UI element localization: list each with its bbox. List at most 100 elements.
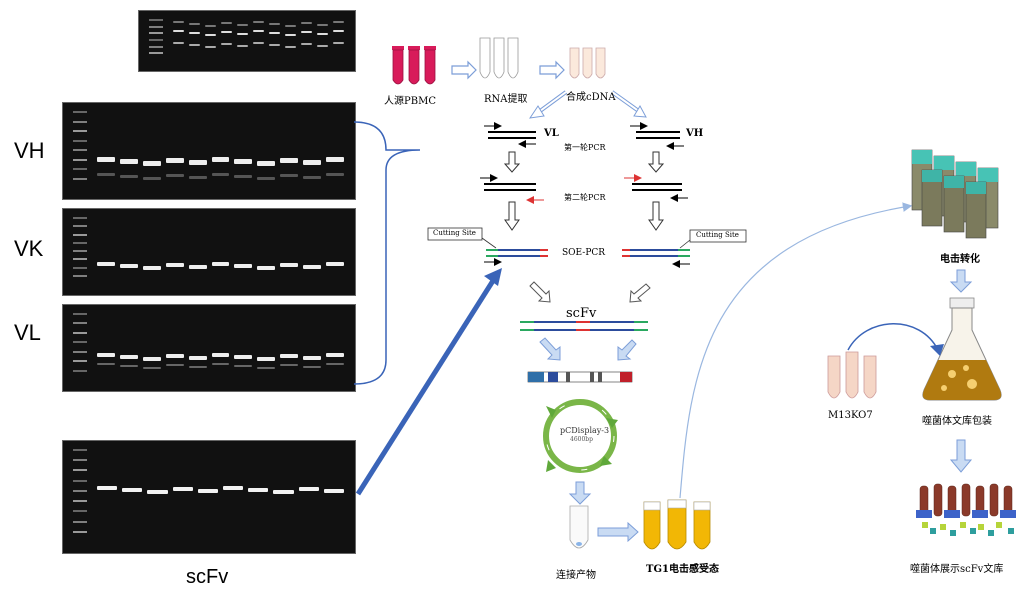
gel-sample-band <box>173 42 184 44</box>
vh-strand-label: VH <box>686 128 704 139</box>
gel-sample-band <box>326 352 344 357</box>
gel-sample-band <box>188 176 207 179</box>
scfv-label: scFv <box>566 306 597 321</box>
gel-sample-band <box>237 45 248 47</box>
m13ko7-tubes-icon <box>827 351 877 399</box>
gel-ladder-band <box>73 258 87 261</box>
gel-sample-band <box>273 490 294 495</box>
gel-ladder-band <box>149 45 163 48</box>
gel-sample-band <box>188 355 207 360</box>
cutting-site-callout-right <box>689 229 747 243</box>
gel-sample-band <box>301 22 312 24</box>
gel-ladder-band <box>73 168 87 170</box>
gel-sample-band <box>326 156 344 162</box>
gel-sample-band <box>280 364 299 367</box>
gel-sample-band <box>280 353 299 358</box>
gel-ladder-band <box>73 369 87 372</box>
gel-sample-band <box>285 34 296 36</box>
gel-sample-band <box>237 33 248 35</box>
phage-library-label: 噬菌体展示scFv文库 <box>910 564 1004 575</box>
cutting-site-label-right: Cutting Site <box>696 231 739 239</box>
plasmid-size-label: 4600bp <box>570 436 593 443</box>
cutting-site-label-left: Cutting Site <box>433 229 476 237</box>
gel-sample-band <box>165 174 184 177</box>
gel-ladder-band <box>73 459 87 462</box>
gel-sample-band <box>205 34 216 36</box>
scfv-strands <box>520 321 648 331</box>
gel-ladder-band <box>73 233 87 236</box>
tg1-to-electro-curve <box>679 202 913 499</box>
gel-sample-band <box>301 31 312 33</box>
gel-ladder-band <box>73 149 87 151</box>
gel-sample-band <box>234 264 253 269</box>
gel-sample-band <box>285 25 296 27</box>
gel-ladder-band <box>73 520 87 523</box>
gel-sample-band <box>205 46 216 48</box>
gel-sample-band <box>253 21 264 23</box>
gel-sample-band <box>173 21 184 23</box>
gel-ladder-band <box>73 158 87 161</box>
gel-sample-band <box>303 366 322 369</box>
gel-sample-band <box>269 44 280 46</box>
vl-strand-label: VL <box>544 128 559 139</box>
gel-sample-band <box>97 363 115 366</box>
gel-sample-band <box>257 266 276 271</box>
gel-sample-band <box>257 160 276 166</box>
gel-ladder-band <box>149 32 163 35</box>
gel-sample-band <box>172 487 193 492</box>
gel-sample-band <box>211 363 230 366</box>
culture-flask-icon <box>922 297 1002 401</box>
pbmc-label: 人源PBMC <box>384 96 436 107</box>
library-package-label: 噬菌体文库包装 <box>922 416 992 427</box>
gel-ladder-band <box>73 341 87 344</box>
gel-sample-band <box>303 159 322 165</box>
ligation-label: 连接产物 <box>556 570 596 581</box>
gel-sample-band <box>165 353 184 358</box>
gel-ladder-band <box>73 139 87 142</box>
gel-ladder-band <box>73 225 87 228</box>
vector-map-bar <box>527 371 633 383</box>
round1-vl-strands <box>484 122 536 148</box>
round1-label: 第一轮PCR <box>564 143 606 152</box>
gel-ladder-band <box>73 489 87 492</box>
gel-sample-band <box>301 43 312 45</box>
m13-to-flask-curve <box>847 323 939 351</box>
gel-sample-band <box>165 263 184 268</box>
electroporation-label: 电击转化 <box>940 254 980 265</box>
gel-ladder-band <box>73 331 87 334</box>
m13ko7-label: M13KO7 <box>828 410 873 421</box>
gel-image-vk <box>62 208 356 296</box>
round2-label: 第二轮PCR <box>564 193 606 202</box>
flow-arrow-pbmc-rna <box>451 60 477 80</box>
gel-image-scfv <box>62 440 356 554</box>
gel-sample-band <box>188 159 207 165</box>
gel-sample-band <box>221 31 232 33</box>
gel-ladder-band <box>73 313 87 315</box>
gel-sample-band <box>326 262 344 267</box>
gel-ladder-band <box>73 250 87 252</box>
gel-sample-band <box>142 177 161 180</box>
gel-sample-band <box>248 488 269 493</box>
gel-ladder-band <box>73 177 87 180</box>
gel-label-vk: VK <box>14 236 44 261</box>
gel-ladder-band <box>73 510 87 513</box>
gel-sample-band <box>303 355 322 360</box>
gel-ladder-band <box>73 111 87 113</box>
gel-sample-band <box>142 160 161 166</box>
gel-ladder-band <box>73 360 87 363</box>
gel-sample-band <box>303 265 322 270</box>
gel-sample-band <box>221 22 232 24</box>
gel-sample-band <box>122 488 143 493</box>
ligation-tube-icon <box>569 505 589 549</box>
tg1-tubes-icon <box>643 499 711 550</box>
gel-sample-band <box>142 356 161 361</box>
rna-tubes-icon <box>479 37 519 79</box>
plasmid-name-label: pCDisplay-3 <box>560 426 610 435</box>
gel-sample-band <box>323 489 344 494</box>
gel-sample-band <box>211 352 230 357</box>
gel-sample-band <box>211 173 230 176</box>
gel-image-vh <box>62 102 356 200</box>
gel-ladder-band <box>73 530 87 533</box>
